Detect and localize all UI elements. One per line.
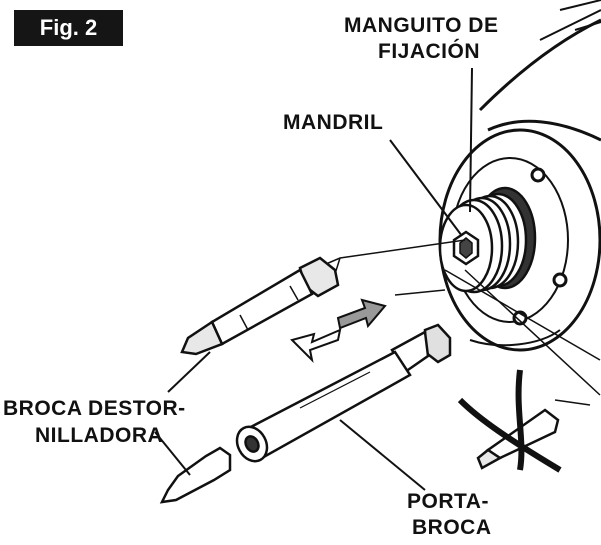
figure-badge: Fig. 2: [14, 10, 123, 46]
lower-screwdriver-bit: [159, 446, 232, 504]
chuck: [438, 186, 537, 294]
label-chuck: MANDRIL: [283, 111, 384, 134]
label-bit-line2: NILLADORA: [35, 424, 164, 447]
direction-arrows: [290, 298, 387, 364]
leader-lines: [154, 67, 473, 491]
label-sleeve-line1: MANGUITO DE: [344, 14, 499, 37]
bit-holder: [235, 323, 452, 463]
label-holder-line2: BROCA: [412, 516, 492, 539]
crossed-out-bit: [457, 369, 562, 473]
label-holder-line1: PORTA-: [407, 490, 489, 513]
upper-screwdriver-bit: [180, 256, 340, 356]
label-bit-line1: BROCA DESTOR-: [3, 397, 186, 420]
label-sleeve-line2: FIJACIÓN: [378, 40, 481, 63]
